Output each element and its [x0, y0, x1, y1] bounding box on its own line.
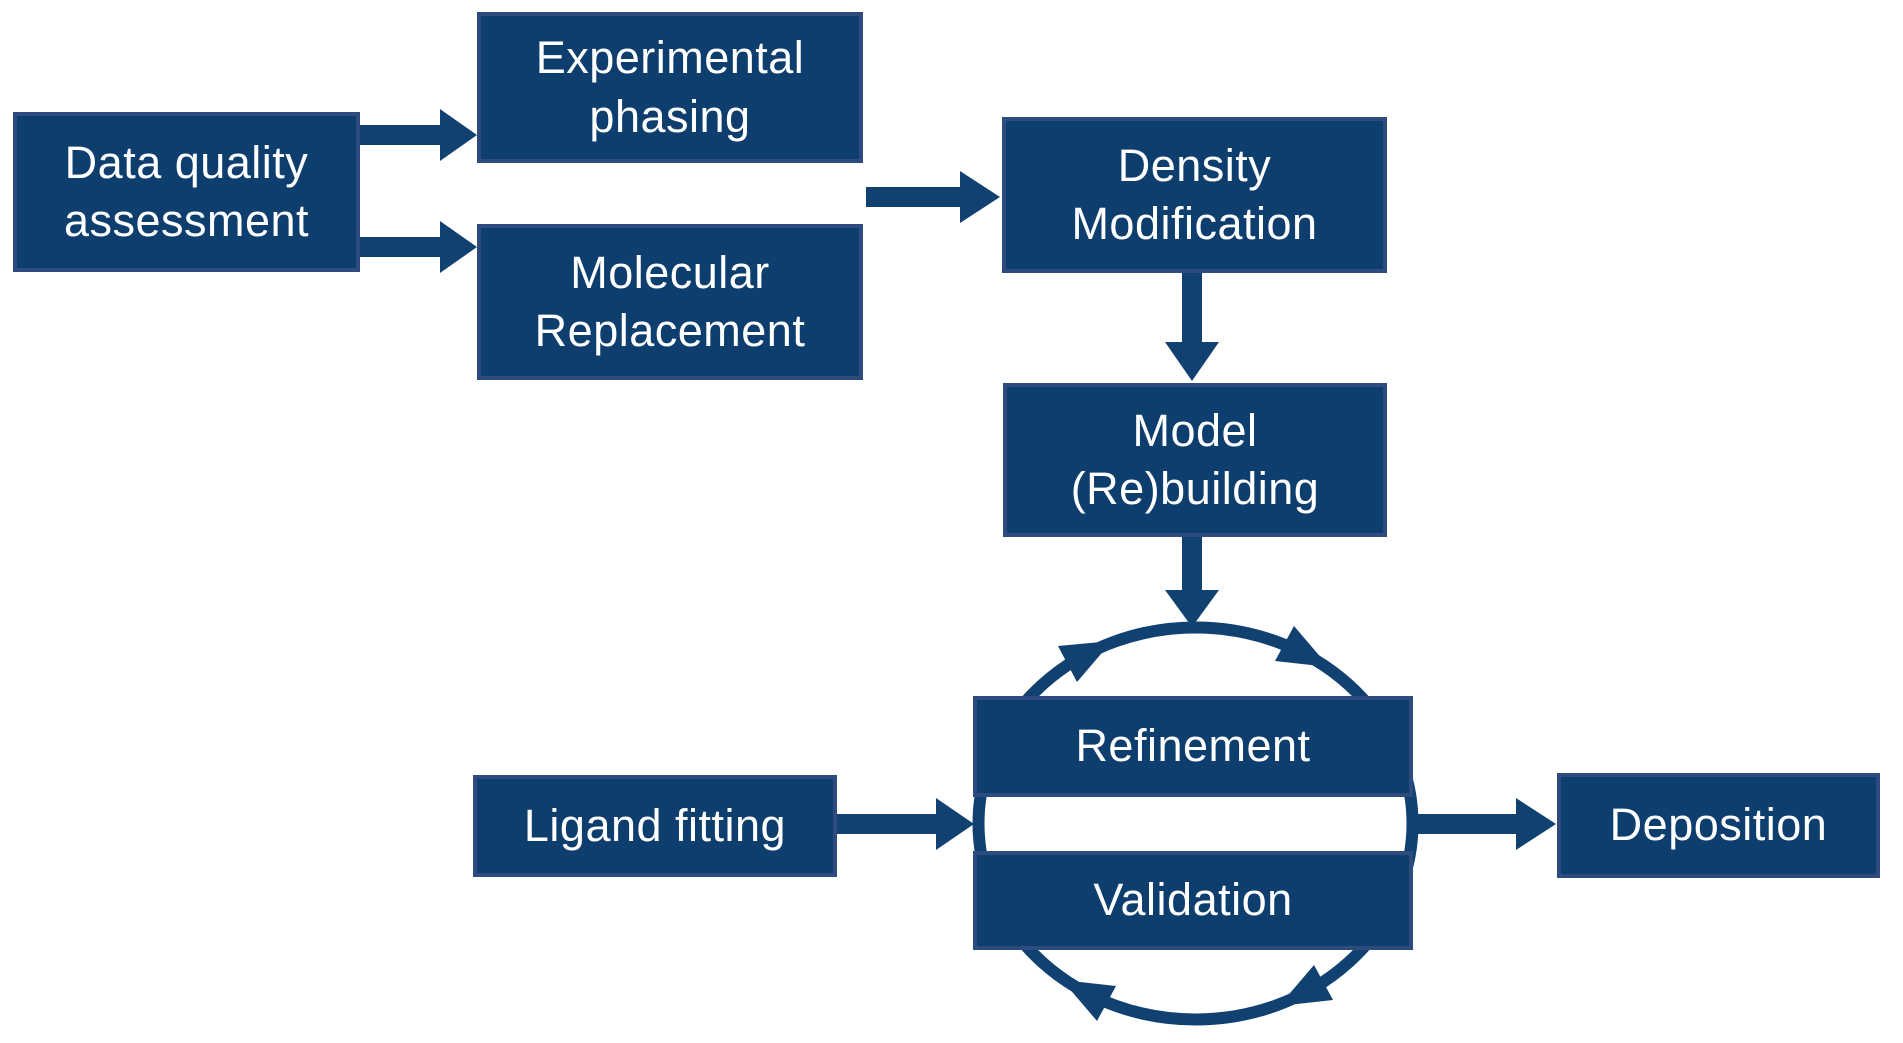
arrow-data-quality-to-molecular-replacement [360, 221, 477, 273]
node-molecular-replacement-label: Molecular Replacement [534, 246, 806, 357]
arrow-data-quality-to-experimental-phasing [360, 109, 477, 161]
node-validation: Validation [973, 851, 1413, 950]
arrow-model-rebuilding-to-cycle [1165, 537, 1219, 627]
cycle-circle [972, 621, 1419, 1026]
node-refinement-label: Refinement [1075, 720, 1311, 772]
arrow-phasing-to-density-modification [866, 171, 1000, 223]
node-refinement: Refinement [973, 696, 1413, 797]
node-deposition-label: Deposition [1609, 799, 1828, 851]
arrow-ligand-fitting-to-cycle [837, 798, 974, 850]
node-density-modification-label: Density Modification [1071, 139, 1318, 250]
cycle-arrowhead-bottom-right-icon [1279, 965, 1333, 1006]
node-data-quality-assessment: Data quality assessment [13, 112, 360, 272]
node-molecular-replacement: Molecular Replacement [477, 224, 863, 380]
arrow-density-modification-to-model-rebuilding [1165, 273, 1219, 381]
node-data-quality-assessment-label: Data quality assessment [63, 136, 310, 247]
node-density-modification: Density Modification [1002, 117, 1387, 273]
cycle-arrowhead-top-right-icon [1275, 626, 1329, 667]
cycle-arrowhead-top-left-icon [1058, 641, 1112, 682]
node-model-rebuilding: Model (Re)building [1003, 383, 1387, 537]
node-model-rebuilding-label: Model (Re)building [1070, 404, 1320, 515]
node-experimental-phasing: Experimental phasing [477, 12, 863, 163]
node-ligand-fitting: Ligand fitting [473, 775, 837, 877]
node-experimental-phasing-label: Experimental phasing [535, 32, 805, 142]
cycle-arrowhead-bottom-left-icon [1062, 980, 1116, 1021]
node-ligand-fitting-label: Ligand fitting [523, 799, 787, 851]
arrow-cycle-to-deposition [1411, 798, 1556, 850]
node-validation-label: Validation [1093, 874, 1293, 926]
node-deposition: Deposition [1557, 773, 1880, 878]
